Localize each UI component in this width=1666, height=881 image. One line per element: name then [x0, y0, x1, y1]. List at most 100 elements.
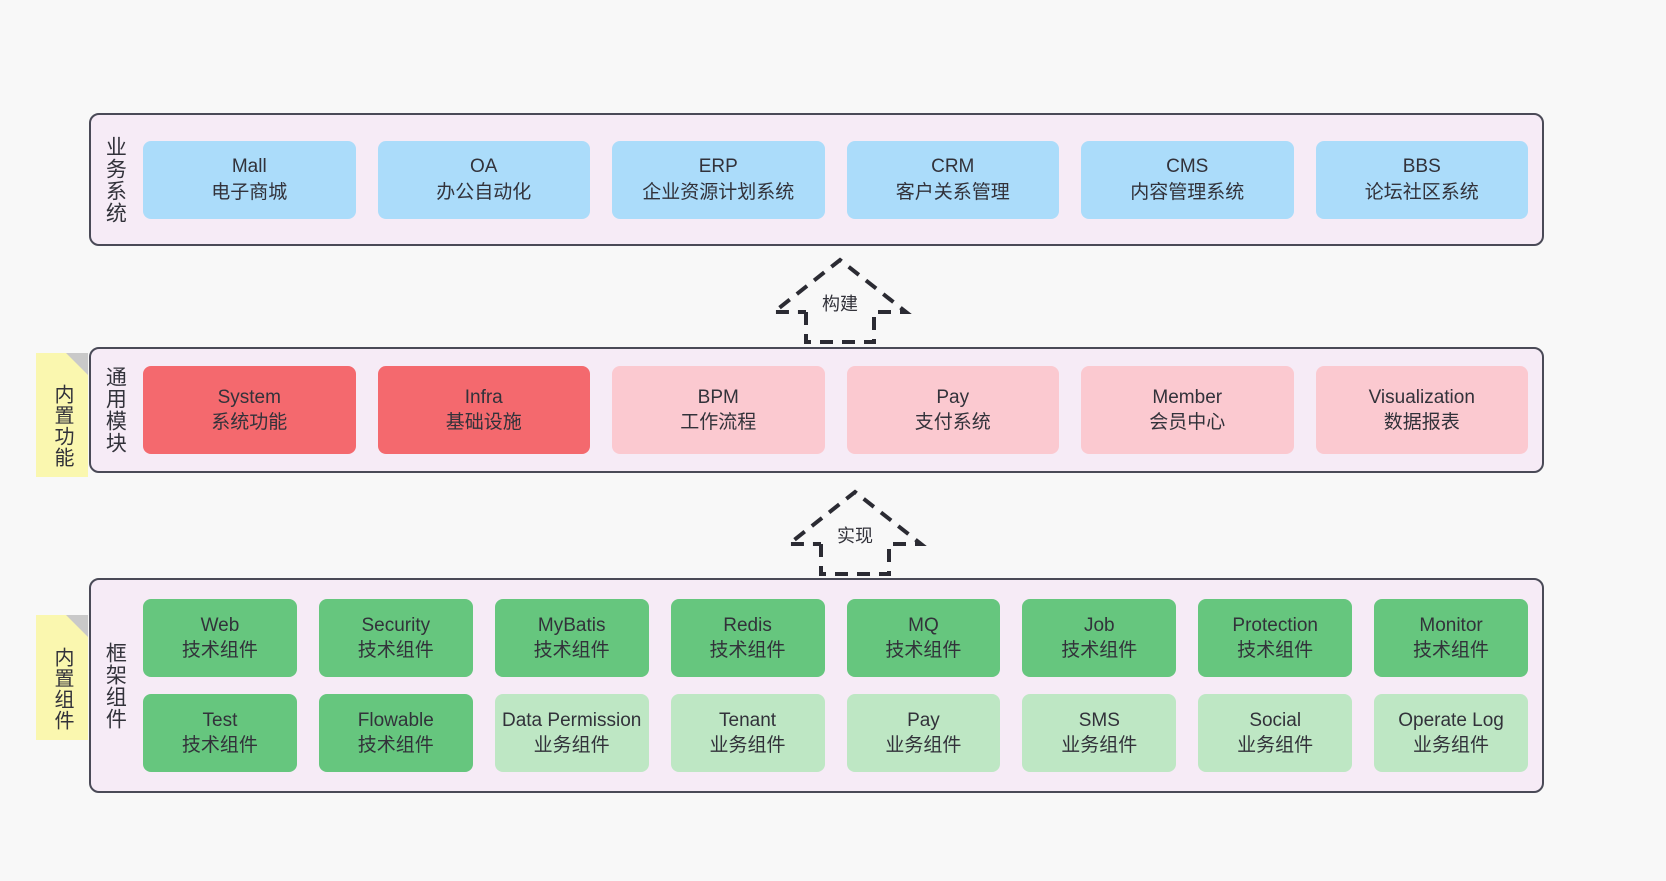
card-title: Redis — [723, 614, 772, 636]
sticky-note-label: 内置组件 — [51, 646, 73, 731]
card-subtitle: 技术组件 — [1413, 640, 1490, 661]
card-title: Mall — [231, 156, 267, 178]
card-subtitle: 会员中心 — [1149, 412, 1226, 433]
card-title: Infra — [464, 386, 503, 408]
card-subtitle: 技术组件 — [357, 640, 434, 661]
sticky-note-builtin-components: 内置组件 — [36, 615, 88, 740]
card-mybatis[interactable]: MyBatis 技术组件 — [494, 599, 649, 677]
card-title: Protection — [1232, 614, 1318, 636]
card-subtitle: 技术组件 — [1237, 640, 1314, 661]
card-pay-module[interactable]: Pay 支付系统 — [846, 366, 1059, 454]
card-monitor[interactable]: Monitor 技术组件 — [1374, 599, 1528, 677]
card-sms[interactable]: SMS 业务组件 — [1022, 694, 1177, 772]
card-subtitle: 论坛社区系统 — [1364, 181, 1479, 203]
card-job[interactable]: Job 技术组件 — [1022, 599, 1177, 677]
card-subtitle: 办公自动化 — [436, 181, 532, 203]
card-subtitle: 技术组件 — [885, 640, 962, 661]
card-mq[interactable]: MQ 技术组件 — [846, 599, 1001, 677]
card-operate-log[interactable]: Operate Log 业务组件 — [1374, 694, 1528, 772]
page-fold-icon — [66, 353, 88, 375]
page-fold-icon — [66, 615, 88, 637]
card-subtitle: 技术组件 — [357, 735, 434, 756]
card-subtitle: 技术组件 — [181, 735, 258, 756]
card-title: MQ — [908, 614, 939, 636]
layer-body-common-modules: System 系统功能 Infra 基础设施 BPM 工作流程 Pay 支付系统… — [137, 349, 1542, 471]
card-subtitle: 业务组件 — [1061, 735, 1138, 756]
card-title: MyBatis — [537, 614, 606, 636]
card-test[interactable]: Test 技术组件 — [143, 694, 297, 772]
card-social[interactable]: Social 业务组件 — [1198, 694, 1353, 772]
card-title: System — [217, 386, 281, 408]
layer-title-framework-components: 框架组件 — [103, 641, 127, 730]
card-title: Pay — [907, 709, 940, 731]
card-system[interactable]: System 系统功能 — [143, 366, 356, 454]
card-title: Social — [1249, 709, 1302, 731]
card-title: Test — [202, 709, 238, 731]
card-row: Mall 电子商城 OA 办公自动化 ERP 企业资源计划系统 CRM 客户关系… — [143, 140, 1528, 219]
card-subtitle: 业务组件 — [1413, 735, 1490, 756]
card-oa[interactable]: OA 办公自动化 — [377, 140, 590, 219]
card-title: CRM — [931, 156, 975, 178]
layer-common-modules: 通用模块 System 系统功能 Infra 基础设施 BPM 工作流程 Pay… — [89, 347, 1544, 473]
card-crm[interactable]: CRM 客户关系管理 — [846, 140, 1059, 219]
layer-body-business-system: Mall 电子商城 OA 办公自动化 ERP 企业资源计划系统 CRM 客户关系… — [137, 115, 1542, 244]
card-title: Data Permission — [501, 709, 642, 731]
card-bbs[interactable]: BBS 论坛社区系统 — [1315, 140, 1528, 219]
card-subtitle: 数据报表 — [1383, 412, 1460, 433]
card-flowable[interactable]: Flowable 技术组件 — [318, 694, 473, 772]
card-title: CMS — [1166, 156, 1209, 178]
card-title: Security — [361, 614, 431, 636]
card-data-permission[interactable]: Data Permission 业务组件 — [494, 694, 649, 772]
arrow-realize-label: 实现 — [837, 526, 873, 546]
arrow-build-shape — [768, 257, 912, 344]
layer-title-business-system: 业务系统 — [103, 135, 127, 224]
layer-body-framework-components: Web 技术组件 Security 技术组件 MyBatis 技术组件 Redi… — [137, 580, 1542, 791]
layer-title-common-modules: 通用模块 — [103, 366, 127, 454]
card-subtitle: 技术组件 — [533, 640, 610, 661]
card-title: Pay — [936, 386, 970, 408]
card-title: BBS — [1402, 156, 1441, 178]
card-subtitle: 电子商城 — [211, 181, 288, 203]
card-title: Flowable — [357, 709, 434, 731]
card-security[interactable]: Security 技术组件 — [318, 599, 473, 677]
card-pay-component[interactable]: Pay 业务组件 — [846, 694, 1001, 772]
sticky-note-builtin-functions: 内置功能 — [36, 353, 88, 477]
layer-framework-components: 框架组件 Web 技术组件 Security 技术组件 MyBatis 技术组件… — [89, 578, 1544, 793]
card-erp[interactable]: ERP 企业资源计划系统 — [612, 140, 825, 219]
layer-business-system: 业务系统 Mall 电子商城 OA 办公自动化 ERP 企业资源计划系统 CRM… — [89, 113, 1544, 246]
card-cms[interactable]: CMS 内容管理系统 — [1081, 140, 1294, 219]
card-visualization[interactable]: Visualization 数据报表 — [1315, 366, 1528, 454]
card-subtitle: 基础设施 — [445, 412, 522, 433]
card-tenant[interactable]: Tenant 业务组件 — [670, 694, 825, 772]
card-title: BPM — [697, 386, 739, 408]
card-infra[interactable]: Infra 基础设施 — [377, 366, 590, 454]
card-subtitle: 客户关系管理 — [895, 181, 1010, 203]
card-subtitle: 业务组件 — [709, 735, 786, 756]
card-title: OA — [470, 156, 498, 178]
card-protection[interactable]: Protection 技术组件 — [1198, 599, 1353, 677]
card-redis[interactable]: Redis 技术组件 — [670, 599, 825, 677]
card-bpm[interactable]: BPM 工作流程 — [612, 366, 825, 454]
card-subtitle: 技术组件 — [181, 640, 258, 661]
sticky-note-label: 内置功能 — [51, 384, 73, 468]
card-subtitle: 内容管理系统 — [1130, 181, 1245, 203]
card-title: ERP — [698, 156, 738, 178]
arrow-build-label: 构建 — [822, 294, 858, 314]
card-member[interactable]: Member 会员中心 — [1081, 366, 1294, 454]
card-subtitle: 技术组件 — [1061, 640, 1138, 661]
card-row-technical: Web 技术组件 Security 技术组件 MyBatis 技术组件 Redi… — [143, 599, 1528, 677]
card-mall[interactable]: Mall 电子商城 — [143, 140, 356, 219]
arrow-build: 构建 — [760, 254, 920, 344]
arrow-realize: 实现 — [775, 486, 935, 576]
card-title: Job — [1083, 614, 1115, 636]
card-row: System 系统功能 Infra 基础设施 BPM 工作流程 Pay 支付系统… — [143, 366, 1528, 454]
card-row-business: Test 技术组件 Flowable 技术组件 Data Permission … — [143, 694, 1528, 772]
card-web[interactable]: Web 技术组件 — [143, 599, 297, 677]
card-subtitle: 业务组件 — [533, 735, 610, 756]
card-title: Web — [200, 614, 240, 636]
card-title: Tenant — [719, 709, 777, 731]
card-title: SMS — [1078, 709, 1120, 731]
card-subtitle: 系统功能 — [211, 412, 288, 433]
card-title: Operate Log — [1398, 709, 1504, 731]
